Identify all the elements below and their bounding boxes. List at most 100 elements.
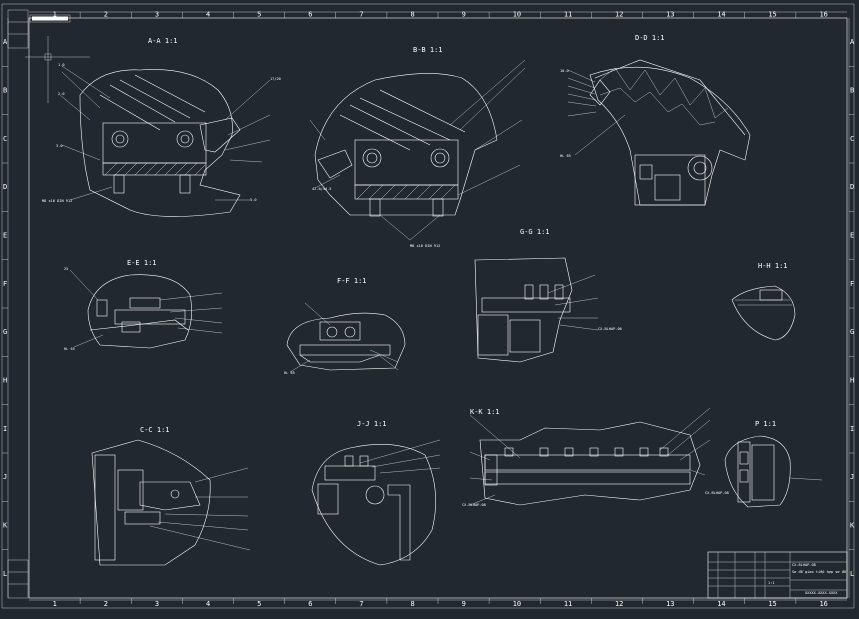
section-view-2: B-B 1:1 42.8/44.5 M8 x16 DIN 912 [309,46,526,248]
column-label: 16 [819,600,827,608]
left-revision-strip [7,559,29,599]
column-label: 3 [155,600,159,608]
column-label: 7 [359,600,363,608]
outer-frame [1,3,855,609]
row-label: L [3,570,7,578]
view-title: D-D 1:1 [635,34,665,42]
column-label: 10 [513,600,521,608]
section-view-6: G-G 1:1 CX-BLHAP-06 [474,228,622,363]
column-label: 12 [615,600,623,608]
column-label: 9 [462,600,466,608]
drawing-subtitle: Sơ đồ giao tiếp hợp sơ đồ [792,570,848,574]
view-title: P 1:1 [755,420,776,428]
column-label: 2 [104,600,108,608]
row-label: G [3,328,7,336]
section-view-1: A-A 1:1 1.0 2.0 3.0 M8 x16 DIN 912 17/20 5.0 [42,37,281,217]
column-label: 13 [666,600,674,608]
view-title: G-G 1:1 [520,228,550,236]
svg-text:3.0: 3.0 [56,144,63,148]
row-label: D [850,183,854,191]
view-title: A-A 1:1 [148,37,178,45]
view-title: K-K 1:1 [470,408,500,416]
row-label: I [850,425,854,433]
svg-text:1.0: 1.0 [58,63,65,67]
view-title: F-F 1:1 [337,277,367,285]
column-label: 15 [768,11,776,19]
svg-text:2.0: 2.0 [58,92,65,96]
column-label: 1 [53,11,57,19]
section-view-5: F-F 1:1 HL 65 [284,277,406,375]
column-label: 5 [257,600,261,608]
svg-text:HL 65: HL 65 [284,371,295,375]
column-label: 15 [768,600,776,608]
row-label: L [850,570,854,578]
row-label: F [3,280,7,288]
row-label: I [3,425,7,433]
column-label: 5 [257,11,261,19]
view-title: E-E 1:1 [127,259,157,267]
row-label: F [850,280,854,288]
row-label: D [3,183,7,191]
column-label: 3 [155,11,159,19]
row-label: B [3,87,7,95]
view-title: H-H 1:1 [758,262,788,270]
corner-stamp [7,9,71,49]
row-label: E [3,232,7,240]
svg-text:42.8/44.5: 42.8/44.5 [312,187,331,191]
column-label: 10 [513,11,521,19]
row-label: G [850,328,854,336]
view-title: J-J 1:1 [357,420,387,428]
column-label: 8 [410,11,414,19]
svg-text:CX-BLHAP-06: CX-BLHAP-06 [598,327,622,331]
column-label: 7 [359,11,363,19]
row-label: A [850,38,855,46]
section-view-7: H-H 1:1 [731,262,796,341]
section-view-9: J-J 1:1 [311,420,441,566]
svg-text:17/20: 17/20 [270,77,281,81]
row-label: K [850,522,855,530]
column-label: 8 [410,600,414,608]
svg-text:5.0: 5.0 [250,198,257,202]
column-label: 11 [564,11,572,19]
view-title: C-C 1:1 [140,426,170,434]
column-label: 16 [819,11,827,19]
column-label: 11 [564,600,572,608]
section-view-11: P 1:1 [724,420,823,508]
svg-text:M8 x16 DIN 912: M8 x16 DIN 912 [410,244,440,248]
column-label: 13 [666,11,674,19]
svg-text:M8 x16 DIN 912: M8 x16 DIN 912 [42,199,72,203]
svg-text:CX-BLHAP-08: CX-BLHAP-08 [705,491,729,495]
column-ticks: 1122334455667788991010111112121313141415… [53,11,828,609]
section-view-3: D-D 1:1 10.0 HL 65 [560,34,751,206]
column-label: 14 [717,600,725,608]
row-label: K [3,522,8,530]
row-label: H [850,377,854,385]
row-label: E [850,232,854,240]
column-label: 2 [104,11,108,19]
svg-text:HL 65: HL 65 [64,347,75,351]
row-label: C [850,135,854,143]
section-view-4: E-E 1:1 25 HL 65 [64,259,223,351]
row-label: J [3,473,7,481]
row-label: J [850,473,854,481]
drawing-scale: 1:1 [768,581,775,585]
column-label: 6 [308,11,312,19]
column-label: 6 [308,600,312,608]
row-label: B [850,87,854,95]
svg-text:HL 65: HL 65 [560,154,571,158]
svg-text:10.0: 10.0 [560,69,569,73]
drawing-title: CX-BLHAP-08 [792,563,816,567]
svg-text:25: 25 [64,267,68,271]
column-label: 4 [206,11,210,19]
column-label: 14 [717,11,725,19]
column-label: 1 [53,600,57,608]
ucs-crosshair-icon [25,36,90,103]
view-title: B-B 1:1 [413,46,443,54]
section-view-8: C-C 1:1 [91,426,251,566]
column-label: 9 [462,11,466,19]
row-label: C [3,135,7,143]
svg-text:CX-BLHAP-08: CX-BLHAP-08 [462,503,486,507]
column-label: 12 [615,11,623,19]
